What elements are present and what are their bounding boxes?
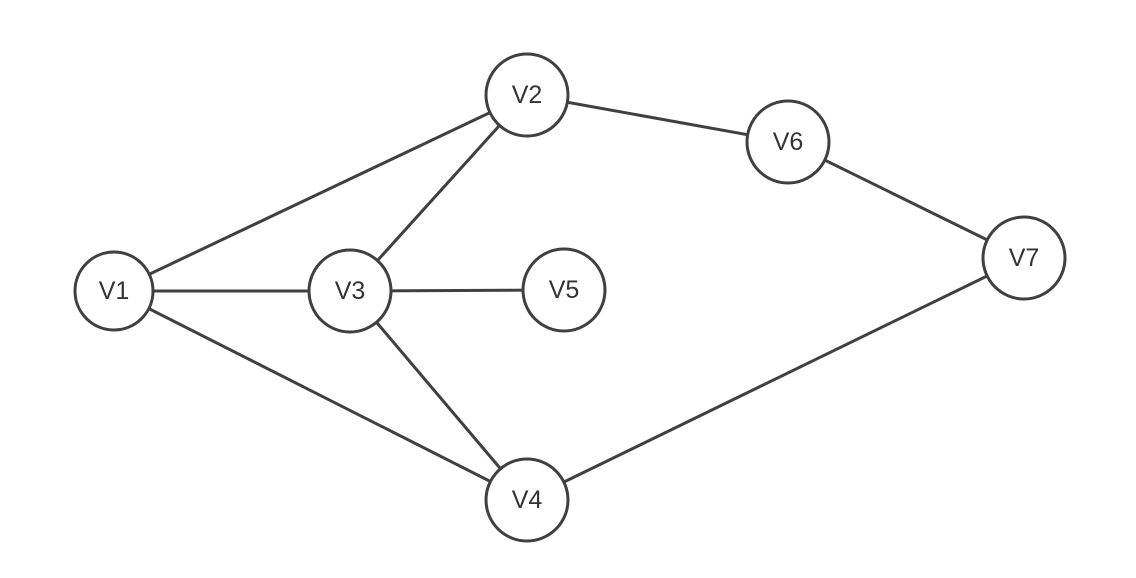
edge-V2-V6[interactable] [526, 93, 789, 144]
node-V4[interactable]: V4 [484, 457, 570, 543]
node-V2[interactable]: V2 [484, 52, 570, 138]
node-circle-V1[interactable] [73, 250, 155, 332]
node-V1[interactable]: V1 [73, 250, 155, 332]
edge-V1-V2[interactable] [113, 93, 528, 293]
node-V5[interactable]: V5 [521, 247, 607, 333]
node-circle-V5[interactable] [521, 247, 607, 333]
edge-V4-V7[interactable] [526, 256, 1025, 502]
node-V6[interactable]: V6 [745, 99, 831, 185]
node-circle-V4[interactable] [484, 457, 570, 543]
node-circle-V6[interactable] [745, 99, 831, 185]
node-circle-V3[interactable] [307, 248, 393, 334]
node-circle-V2[interactable] [484, 52, 570, 138]
edge-V2-V3[interactable] [348, 93, 529, 293]
edge-V1-V4[interactable] [113, 289, 528, 502]
node-circle-V7[interactable] [981, 215, 1067, 301]
node-V3[interactable]: V3 [307, 248, 393, 334]
edge-V3-V4[interactable] [348, 290, 529, 501]
node-V7[interactable]: V7 [981, 215, 1067, 301]
edge-V6-V7[interactable] [787, 140, 1025, 260]
